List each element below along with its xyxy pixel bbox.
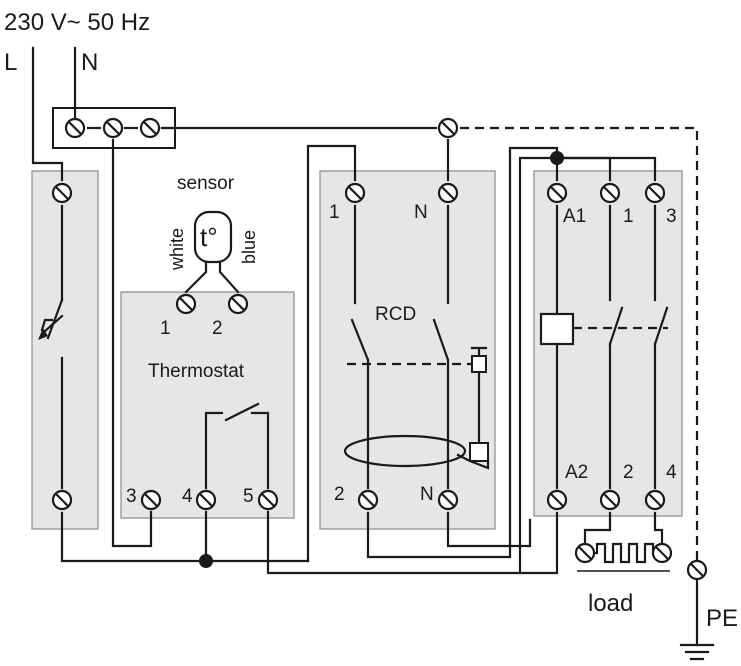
switch-contact: [46, 298, 64, 340]
load-heater-icon: [591, 542, 657, 564]
rcd-trip-icon: [471, 355, 487, 373]
rcd-pole-n-contact: [432, 318, 450, 362]
contactor-4-to-load-wire: [653, 511, 664, 547]
contactor-terminal-1-label: 1: [623, 206, 634, 227]
switch-terminal-top: [51, 182, 73, 204]
thermostat-5-to-contactor-3-wire: [266, 156, 657, 575]
sensor-symbol: t°: [200, 222, 218, 252]
thermostat-4-to-rcd-1-wire: [306, 144, 357, 563]
thermostat-contact-left: [204, 411, 224, 490]
rcd-panel: [319, 170, 496, 530]
sensor-wire-white-label: white: [167, 228, 187, 271]
pe-dashed-wire: [460, 126, 699, 561]
sensor-white-wire: [184, 260, 208, 294]
rcd-n-out-wire: [446, 511, 532, 548]
contactor-coil-icon: [539, 312, 575, 346]
contactor-terminal-2-label: 2: [623, 462, 634, 483]
thermostat-sensor-terminal-2-label: 2: [212, 318, 223, 339]
sensor-wire-blue-label: blue: [239, 230, 259, 264]
supply-voltage-label: 230 V~ 50 Hz: [4, 9, 150, 36]
temperature-sensor-icon: [193, 210, 233, 264]
rcd-terminal-2-label: 2: [334, 484, 345, 505]
rcd-terminal-1: [344, 182, 366, 204]
sensor-title: sensor: [177, 173, 235, 194]
neutral-to-thermostat-3-wire: [111, 138, 153, 548]
thermostat-panel: [120, 291, 295, 519]
switch-output-wire: [60, 511, 208, 563]
contactor-terminal-1: [599, 182, 621, 204]
rcd-terminal-n-bottom-label: N: [420, 484, 434, 505]
switch-terminal-bottom: [51, 489, 73, 511]
contactor-pole-1-contact: [608, 306, 624, 346]
contactor-terminal-a1-label: A1: [563, 206, 586, 227]
contactor-terminal-4: [644, 489, 666, 511]
rcd-terminal-n-top: [437, 182, 459, 204]
contactor-a2-return-wire: [518, 511, 559, 575]
pe-terminal-top: [437, 117, 459, 139]
sensor-blue-wire: [218, 260, 240, 294]
contactor-terminal-a1: [546, 182, 568, 204]
contactor-terminal-3: [644, 182, 666, 204]
thermostat-terminal-5-label: 5: [243, 486, 254, 507]
thermostat-terminal-4: [195, 489, 217, 511]
terminal-group: [51, 117, 708, 581]
thermostat-terminal-4-label: 4: [182, 486, 193, 507]
contactor-2-to-load-wire: [583, 511, 612, 547]
line-label: L: [4, 49, 17, 76]
switch-panel: [31, 170, 99, 530]
thermostat-contact-blade: [224, 402, 260, 422]
contactor-pole-3-contact: [653, 306, 669, 346]
rcd-sense-wire: [456, 453, 490, 470]
rcd-pole-1-contact: [350, 318, 370, 362]
switch-arrow-head: [38, 328, 48, 340]
rcd-trip-coil-icon: [469, 442, 489, 462]
contactor-terminal-a2: [546, 489, 568, 511]
contactor-terminal-3-label: 3: [666, 206, 677, 227]
sensor-terminal-2: [227, 293, 249, 315]
contactor-a1-to-1-wire: [555, 156, 612, 182]
earth-label: PE: [706, 605, 738, 632]
thermostat-terminal-3-label: 3: [126, 486, 137, 507]
supply-terminal-3: [139, 117, 161, 139]
supply-terminal-2: [102, 117, 124, 139]
rcd-terminal-n-top-label: N: [414, 202, 428, 223]
rcd-terminal-1-label: 1: [329, 202, 340, 223]
pe-terminal-bottom: [686, 559, 708, 581]
load-label: load: [588, 590, 633, 617]
contactor-terminal-2: [599, 489, 621, 511]
load-terminal-left: [574, 542, 596, 564]
thermostat-contact-right: [250, 411, 270, 490]
neutral-label: N: [81, 49, 98, 76]
switch-arrow-line: [42, 314, 64, 334]
switch-actuator: [40, 318, 54, 332]
rcd-test-button-icon: [470, 346, 488, 358]
rcd-terminal-2: [357, 489, 379, 511]
thermostat-sensor-terminal-1-label: 1: [160, 318, 171, 339]
thermostat-terminal-3: [140, 489, 162, 511]
rcd-current-transformer: [343, 434, 467, 468]
earth-ground-icon: [679, 643, 715, 661]
rcd-terminal-n-bottom: [437, 489, 459, 511]
contactor-terminal-4-label: 4: [666, 462, 677, 483]
contactor-terminal-a2-label: A2: [565, 462, 588, 483]
sensor-terminal-1: [175, 293, 197, 315]
thermostat-title: Thermostat: [148, 361, 245, 382]
load-terminal-right: [651, 542, 673, 564]
supply-terminal-1: [64, 117, 86, 139]
thermostat-terminal-5: [257, 489, 279, 511]
rcd-title: RCD: [375, 304, 416, 325]
line-wire: [31, 46, 64, 182]
